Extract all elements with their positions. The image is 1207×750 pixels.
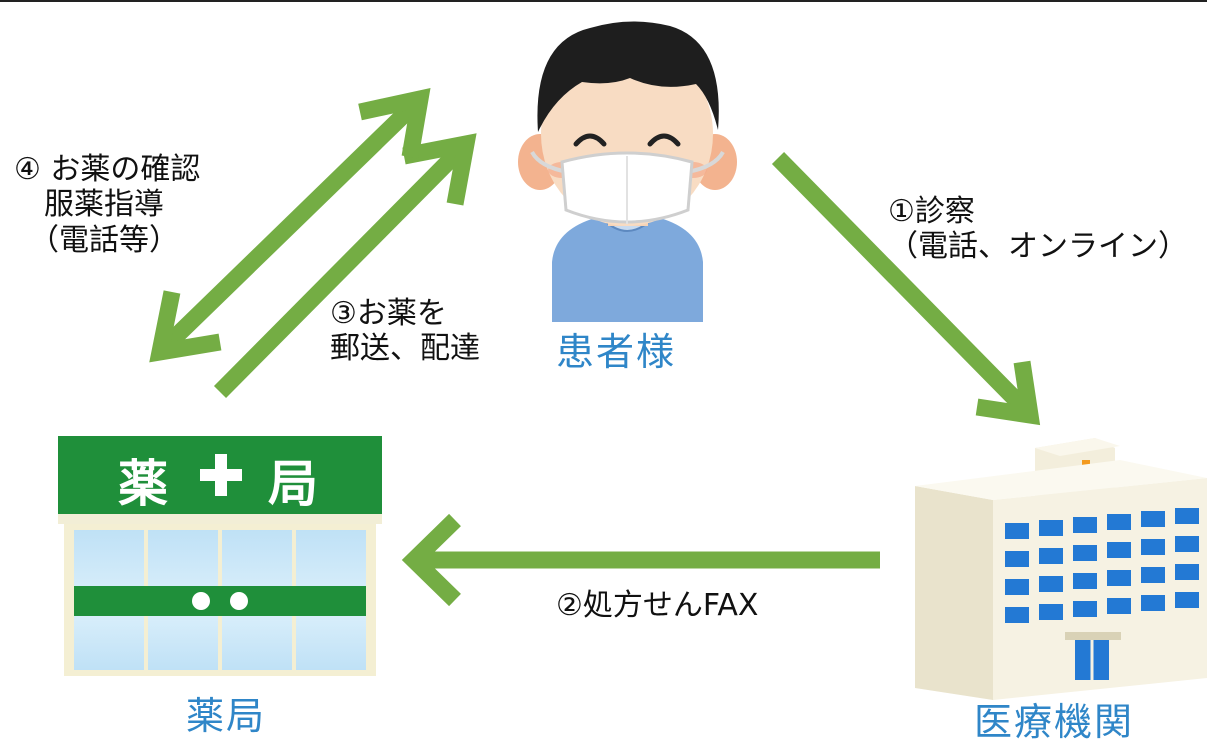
arrow-consultation bbox=[771, 152, 1041, 426]
edge-label-consultation: ①診察 （電話、オンライン） bbox=[888, 194, 1188, 265]
edge-label-guidance: ④ お薬の確認 服薬指導 （電話等） bbox=[14, 152, 201, 258]
pharmacy-awning bbox=[58, 514, 382, 524]
pharmacy-door-band bbox=[74, 586, 366, 616]
pharmacy-illustration: 薬 局 bbox=[58, 436, 382, 676]
node-label-pharmacy: 薬局 bbox=[186, 694, 267, 738]
top-border bbox=[0, 0, 1207, 2]
edge-label-prescription-fax: ②処方せんFAX bbox=[556, 588, 759, 623]
door-handle-icon bbox=[192, 592, 210, 610]
pharmacy-sign-right: 局 bbox=[268, 455, 320, 513]
door-handle-icon bbox=[230, 592, 248, 610]
edge-label-delivery: ③お薬を 郵送、配達 bbox=[330, 296, 480, 367]
node-label-hospital: 医療機関 bbox=[974, 700, 1135, 744]
arrow-prescription-fax bbox=[401, 513, 880, 607]
patient-illustration bbox=[518, 21, 737, 322]
cross-icon bbox=[200, 454, 242, 496]
pharmacy-storefront bbox=[64, 524, 376, 676]
pharmacy-sign-left: 薬 bbox=[118, 455, 170, 513]
node-label-patient: 患者様 bbox=[556, 330, 677, 374]
hospital-illustration bbox=[915, 438, 1207, 700]
arrow-guidance bbox=[149, 88, 431, 363]
arrow-delivery bbox=[213, 133, 477, 398]
